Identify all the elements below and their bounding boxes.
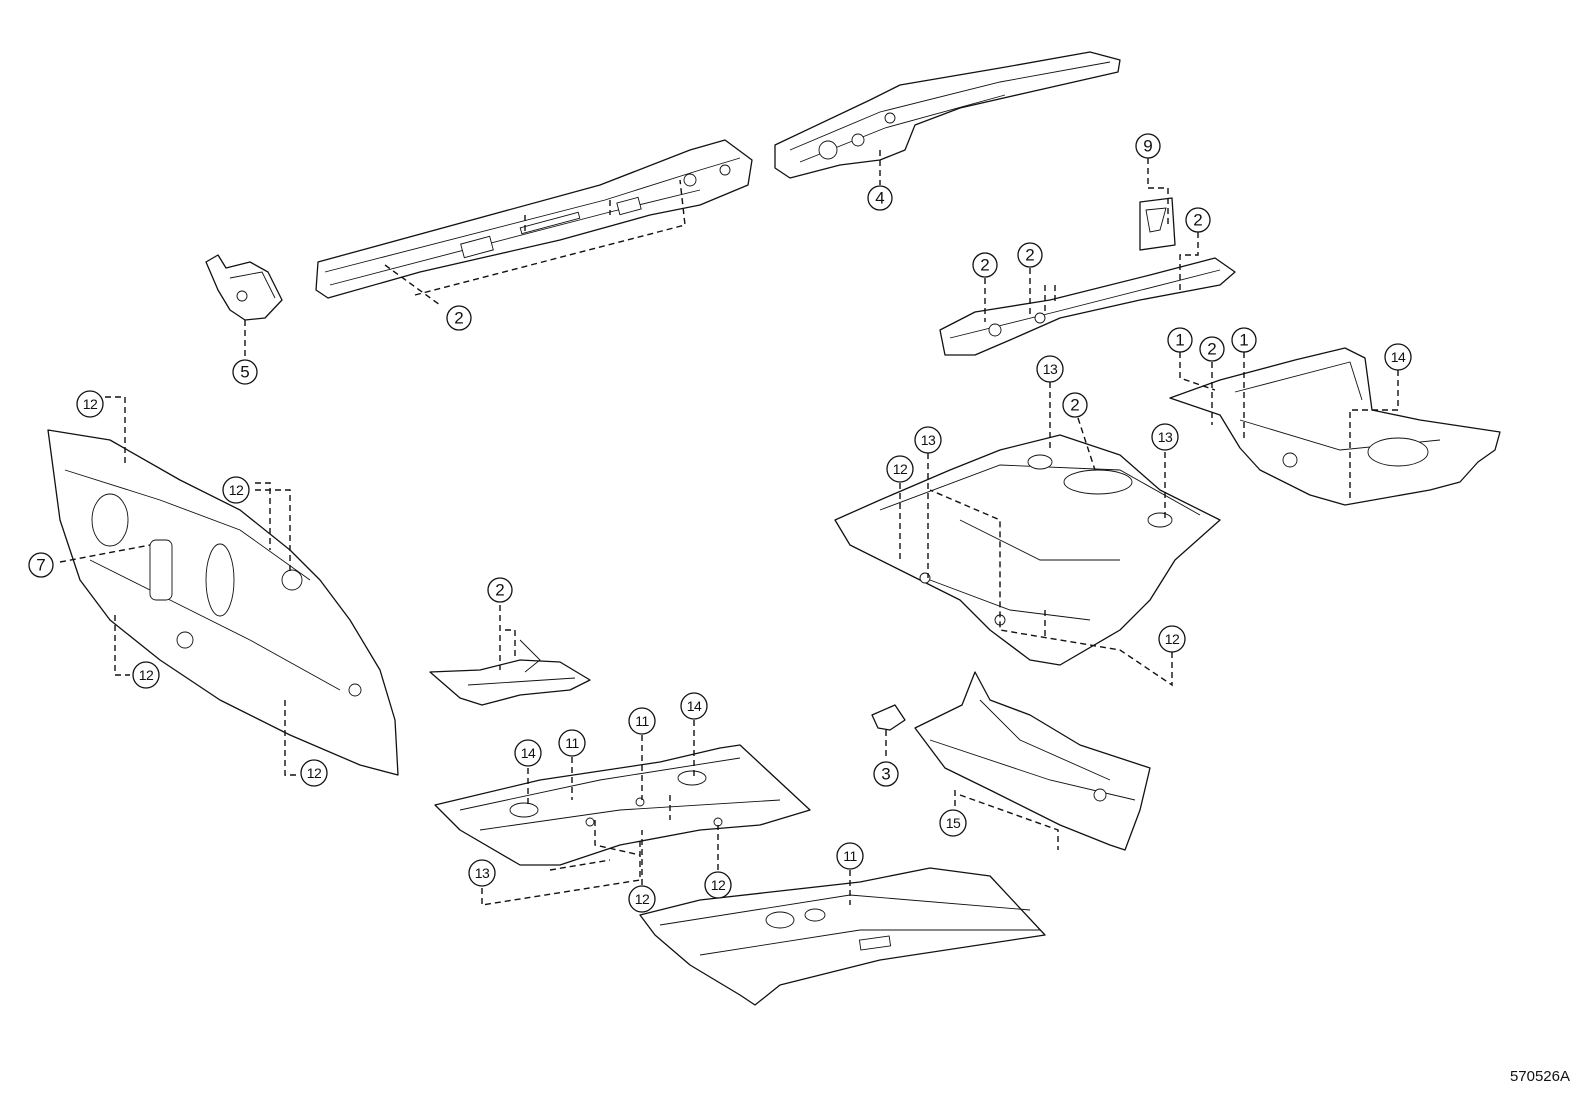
callout-c-5: 5 bbox=[232, 359, 258, 385]
svg-text:12: 12 bbox=[139, 667, 154, 683]
svg-text:3: 3 bbox=[881, 765, 890, 784]
svg-text:15: 15 bbox=[946, 815, 961, 831]
callout-c-2-rf: 2 bbox=[1199, 336, 1225, 362]
callout-c-2-br: 2 bbox=[487, 577, 513, 603]
callout-c-14-rf: 14 bbox=[1384, 343, 1412, 371]
svg-text:7: 7 bbox=[36, 556, 45, 575]
callout-c-2-ne: 2 bbox=[1185, 207, 1211, 233]
part-bracket-3 bbox=[871, 704, 906, 731]
part-center-floor bbox=[834, 434, 1221, 666]
svg-text:14: 14 bbox=[521, 745, 536, 761]
svg-text:4: 4 bbox=[875, 189, 884, 208]
svg-text:11: 11 bbox=[635, 713, 649, 729]
svg-text:12: 12 bbox=[229, 482, 244, 498]
part-dash-panel bbox=[47, 429, 399, 776]
svg-text:2: 2 bbox=[495, 581, 504, 600]
callout-c-12-f1: 12 bbox=[628, 885, 656, 913]
svg-text:12: 12 bbox=[307, 765, 322, 781]
svg-text:12: 12 bbox=[83, 396, 98, 412]
callout-c-11-f1: 11 bbox=[558, 729, 586, 757]
svg-text:5: 5 bbox=[240, 363, 249, 382]
callout-c-1-a: 1 bbox=[1167, 327, 1193, 353]
part-bracket-5 bbox=[205, 254, 283, 321]
callout-c-14-f1: 14 bbox=[514, 739, 542, 767]
callout-c-1-b: 1 bbox=[1231, 327, 1257, 353]
callout-c-13-c2: 13 bbox=[914, 426, 942, 454]
callout-c-12-c: 12 bbox=[886, 455, 914, 483]
callout-c-11-f2: 11 bbox=[628, 707, 656, 735]
svg-text:2: 2 bbox=[1193, 211, 1202, 230]
callout-c-13-c1: 13 bbox=[1036, 355, 1064, 383]
svg-text:1: 1 bbox=[1175, 331, 1184, 350]
diagram-code: 570526A bbox=[1509, 1068, 1570, 1085]
part-plate-9 bbox=[1139, 197, 1176, 251]
svg-text:11: 11 bbox=[843, 848, 857, 864]
svg-text:13: 13 bbox=[1158, 429, 1173, 445]
leader-lines bbox=[59, 150, 1399, 906]
svg-text:1: 1 bbox=[1239, 331, 1248, 350]
part-side-member-upper bbox=[774, 51, 1121, 179]
callout-c-12-f2: 12 bbox=[704, 871, 732, 899]
svg-text:13: 13 bbox=[475, 865, 490, 881]
svg-text:2: 2 bbox=[1207, 340, 1216, 359]
callout-c-12-d1: 12 bbox=[76, 390, 104, 418]
svg-text:14: 14 bbox=[1391, 349, 1406, 365]
svg-text:2: 2 bbox=[454, 309, 463, 328]
svg-text:2: 2 bbox=[1025, 246, 1034, 265]
callout-c-2-c: 2 bbox=[1062, 392, 1088, 418]
part-front-crossmember bbox=[914, 671, 1151, 851]
callout-c-12-d2: 12 bbox=[222, 476, 250, 504]
svg-text:12: 12 bbox=[635, 891, 650, 907]
callout-c-9: 9 bbox=[1135, 133, 1161, 159]
callout-c-15: 15 bbox=[939, 809, 967, 837]
part-floor-pan-lower bbox=[639, 867, 1046, 1006]
svg-text:14: 14 bbox=[687, 698, 702, 714]
svg-text:12: 12 bbox=[711, 877, 726, 893]
callout-c-7: 7 bbox=[28, 552, 54, 578]
svg-text:11: 11 bbox=[565, 735, 579, 751]
part-front-floor-pan bbox=[434, 744, 811, 866]
callout-c-12-d4: 12 bbox=[300, 759, 328, 787]
svg-text:13: 13 bbox=[1043, 361, 1058, 377]
callout-c-14-f2: 14 bbox=[680, 692, 708, 720]
callout-c-2-ra: 2 bbox=[972, 252, 998, 278]
callout-c-3: 3 bbox=[873, 761, 899, 787]
part-front-side-member bbox=[315, 139, 753, 299]
callout-c-11-ff: 11 bbox=[836, 842, 864, 870]
svg-text:2: 2 bbox=[980, 256, 989, 275]
callout-c-12-d3: 12 bbox=[132, 661, 160, 689]
callout-c-4: 4 bbox=[867, 185, 893, 211]
part-floor-brace bbox=[429, 639, 591, 706]
callout-c-2-rail: 2 bbox=[446, 305, 472, 331]
callout-c-12-ce: 12 bbox=[1158, 625, 1186, 653]
part-rear-floor-pan bbox=[1169, 347, 1501, 506]
svg-text:12: 12 bbox=[893, 461, 908, 477]
callout-c-2-rb: 2 bbox=[1017, 242, 1043, 268]
svg-text:12: 12 bbox=[1165, 631, 1180, 647]
callout-c-13-f: 13 bbox=[468, 859, 496, 887]
svg-text:2: 2 bbox=[1070, 396, 1079, 415]
part-rear-side-member bbox=[939, 257, 1236, 356]
svg-text:13: 13 bbox=[921, 432, 936, 448]
callout-c-13-c3: 13 bbox=[1151, 423, 1179, 451]
svg-text:9: 9 bbox=[1143, 137, 1152, 156]
